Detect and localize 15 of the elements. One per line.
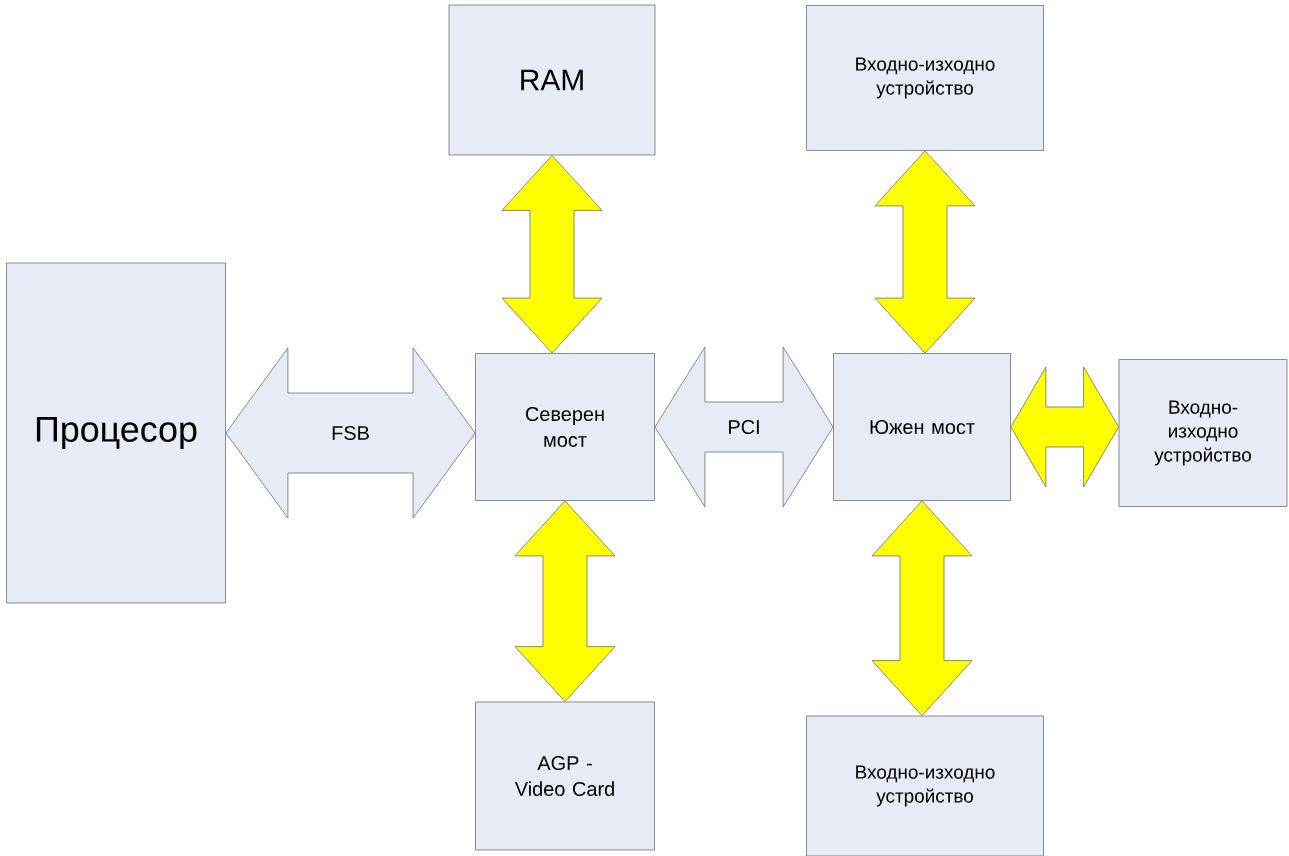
block-box: AGP - Video Card: [475, 701, 655, 851]
block-box: Северен мост: [475, 353, 655, 501]
block-box: Входно-изходно устройство: [1118, 359, 1288, 507]
block-arrow: [871, 500, 973, 716]
block-box: Процесор: [6, 262, 226, 604]
block-arrow: [501, 155, 603, 354]
block-arrow: [514, 500, 616, 702]
block-arrow: [654, 346, 834, 508]
block-arrow: [874, 150, 976, 354]
block-box: Входно-изходно устройство: [806, 5, 1044, 151]
block-arrow: [225, 347, 476, 519]
block-box: Южен мост: [833, 353, 1011, 501]
block-box: RAM: [448, 4, 656, 156]
block-arrow: [1010, 366, 1119, 488]
block-box: Входно-изходно устройство: [806, 715, 1044, 856]
